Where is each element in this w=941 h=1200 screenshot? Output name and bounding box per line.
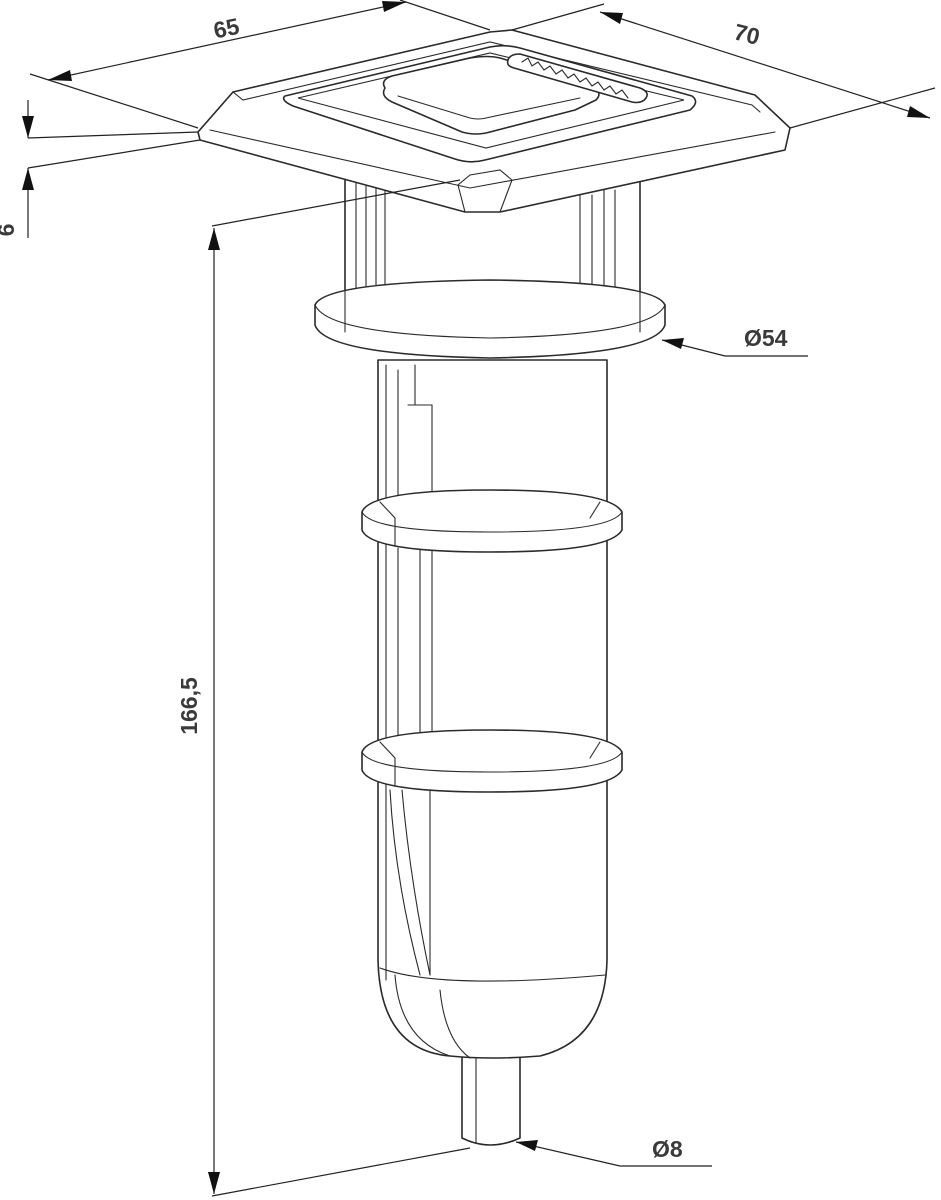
collar-flange — [314, 279, 666, 359]
label-height-166-5: 166,5 — [176, 677, 202, 735]
brand-logo-emboss — [506, 53, 648, 104]
dim-spigot-diameter: Ø8 — [515, 1136, 712, 1167]
arrowhead — [907, 106, 930, 118]
arrowhead — [600, 12, 623, 24]
top-plate — [197, 29, 791, 213]
main-tube — [377, 359, 608, 1059]
label-width-70: 70 — [731, 19, 762, 50]
arrowhead — [48, 70, 72, 81]
dim-thickness-6: 6 — [0, 100, 201, 238]
spigot — [461, 1049, 521, 1146]
side-ribs — [385, 364, 433, 981]
dim-length-65: 65 — [29, 0, 491, 129]
arrowhead — [22, 168, 34, 190]
upper-ring — [361, 489, 623, 553]
label-length-65: 65 — [211, 13, 242, 44]
arrowhead — [516, 1140, 538, 1151]
dim-collar-diameter: Ø54 — [661, 325, 808, 357]
label-spigot-diameter: Ø8 — [652, 1136, 683, 1162]
arrowhead — [22, 116, 34, 138]
dim-width-70: 70 — [511, 3, 936, 129]
lower-ring — [361, 729, 623, 793]
arrowhead — [382, 1, 406, 12]
arrowhead — [208, 228, 220, 250]
dim-height-166-5: 166,5 — [176, 179, 471, 1197]
arrowhead — [662, 338, 684, 349]
label-thickness-6: 6 — [0, 224, 19, 237]
label-collar-diameter: Ø54 — [744, 325, 788, 351]
arrowhead — [208, 1172, 220, 1194]
product-body — [197, 29, 791, 1146]
